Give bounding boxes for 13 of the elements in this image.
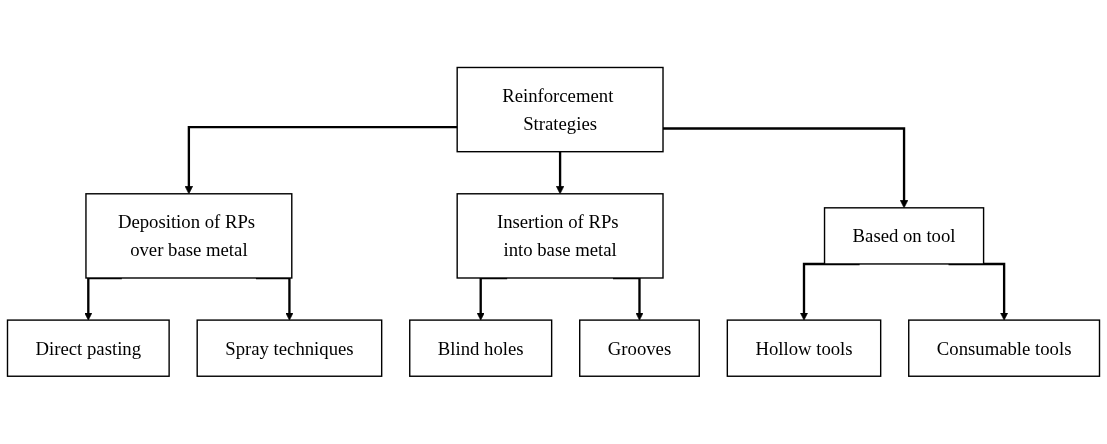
arrow	[663, 127, 909, 209]
node-box: Based on tool	[823, 207, 985, 265]
arrow	[184, 126, 458, 195]
node-box: Grooves	[579, 319, 700, 378]
node-box: Hollow tools	[726, 319, 882, 378]
node-box: Reinforcement Strategies	[456, 66, 664, 153]
arrow	[556, 150, 565, 195]
node-box: Blind holes	[409, 319, 553, 378]
node-box: Direct pasting	[6, 319, 170, 378]
node-box: Spray techniques	[196, 319, 383, 378]
node-box: Insertion of RPs into base metal	[456, 193, 664, 279]
node-box: Consumable tools	[908, 319, 1101, 378]
node-box: Deposition of RPs over base metal	[85, 193, 293, 279]
